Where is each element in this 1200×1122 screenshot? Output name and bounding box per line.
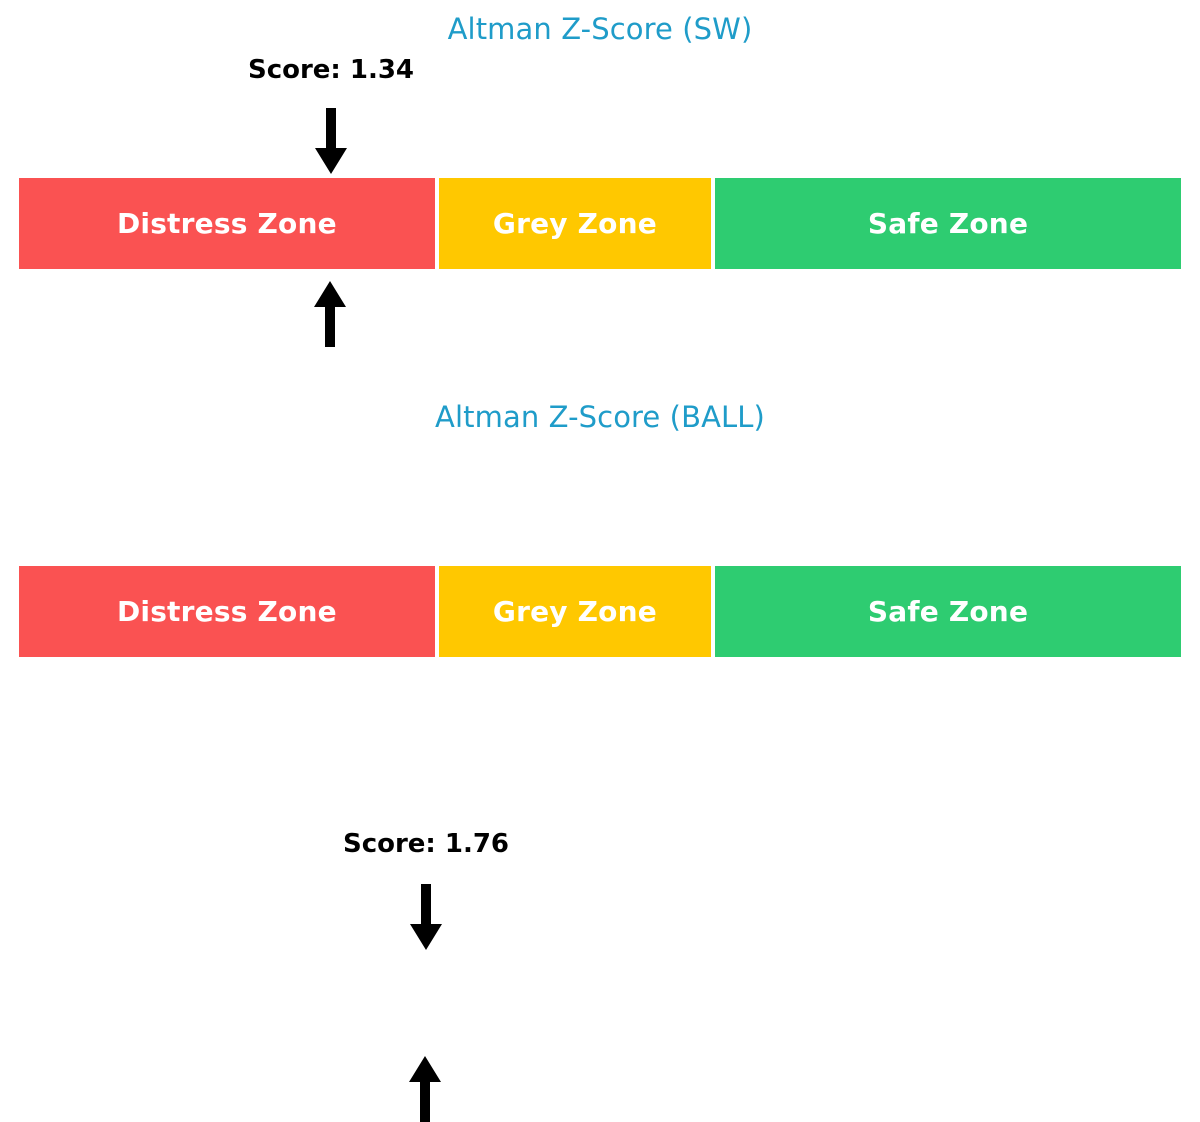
zone-label: Distress Zone (116, 595, 337, 628)
chart-title: Altman Z-Score (BALL) (435, 400, 765, 434)
zone-bar: Distress Zone Grey Zone Safe Zone (17, 564, 1183, 659)
altman-z-score-ball-chart: Altman Z-Score (BALL) Score: 1.76 Distre… (0, 387, 1200, 1122)
altman-z-score-sw-chart: Altman Z-Score (SW) Score: 1.34 Distress… (0, 0, 1200, 387)
zone-grey: Grey Zone (436, 176, 714, 271)
zone-distress: Distress Zone (17, 564, 437, 659)
score-pointer-down-arrow-icon (309, 108, 353, 174)
zone-grey: Grey Zone (436, 564, 714, 659)
zone-label: Safe Zone (867, 207, 1029, 240)
score-pointer-up-arrow-icon (308, 281, 352, 347)
zone-safe: Safe Zone (713, 564, 1183, 659)
zone-label: Safe Zone (867, 595, 1029, 628)
score-annotation: Score: 1.34 (247, 55, 415, 85)
zone-label: Distress Zone (116, 207, 337, 240)
score-pointer-down-arrow-icon (404, 884, 448, 950)
zone-bar: Distress Zone Grey Zone Safe Zone (17, 176, 1183, 271)
zone-label: Grey Zone (492, 595, 657, 628)
zone-label: Grey Zone (492, 207, 657, 240)
chart-title: Altman Z-Score (SW) (447, 12, 753, 46)
zone-safe: Safe Zone (713, 176, 1183, 271)
zone-distress: Distress Zone (17, 176, 437, 271)
score-annotation: Score: 1.76 (342, 829, 510, 859)
score-pointer-up-arrow-icon (403, 1056, 447, 1122)
